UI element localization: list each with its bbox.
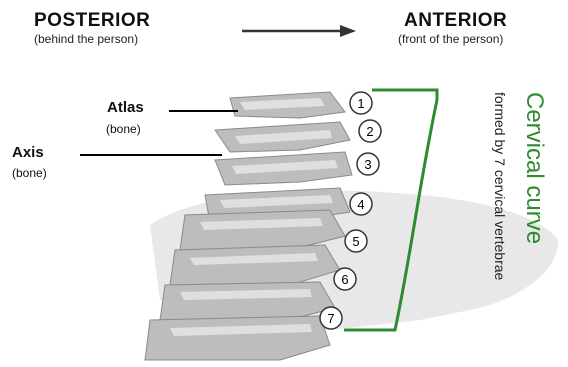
svg-text:5: 5 xyxy=(352,234,359,249)
atlas-sublabel: (bone) xyxy=(106,122,141,136)
svg-text:6: 6 xyxy=(341,272,348,287)
svg-text:3: 3 xyxy=(364,157,371,172)
cervical-curve-subtitle: formed by 7 cervical vertebrae xyxy=(492,92,508,280)
vertebra-number-5: 5 xyxy=(345,230,367,252)
anterior-title: ANTERIOR xyxy=(404,10,507,32)
direction-arrow-head xyxy=(340,25,356,37)
vertebra-number-2: 2 xyxy=(359,120,381,142)
axis-sublabel: (bone) xyxy=(12,166,47,180)
atlas-label: Atlas xyxy=(107,99,144,116)
anterior-subtitle: (front of the person) xyxy=(398,32,503,46)
svg-text:1: 1 xyxy=(357,96,364,111)
cervical-curve-title: Cervical curve xyxy=(520,92,548,244)
posterior-title: POSTERIOR xyxy=(34,10,150,32)
vertebra-number-1: 1 xyxy=(350,92,372,114)
vertebra-number-6: 6 xyxy=(334,268,356,290)
svg-text:7: 7 xyxy=(327,311,334,326)
svg-text:2: 2 xyxy=(366,124,373,139)
vertebra-number-3: 3 xyxy=(357,153,379,175)
svg-text:4: 4 xyxy=(357,197,364,212)
vertebra-number-7: 7 xyxy=(320,307,342,329)
vertebra-number-4: 4 xyxy=(350,193,372,215)
posterior-subtitle: (behind the person) xyxy=(34,32,138,46)
axis-label: Axis xyxy=(12,144,44,161)
